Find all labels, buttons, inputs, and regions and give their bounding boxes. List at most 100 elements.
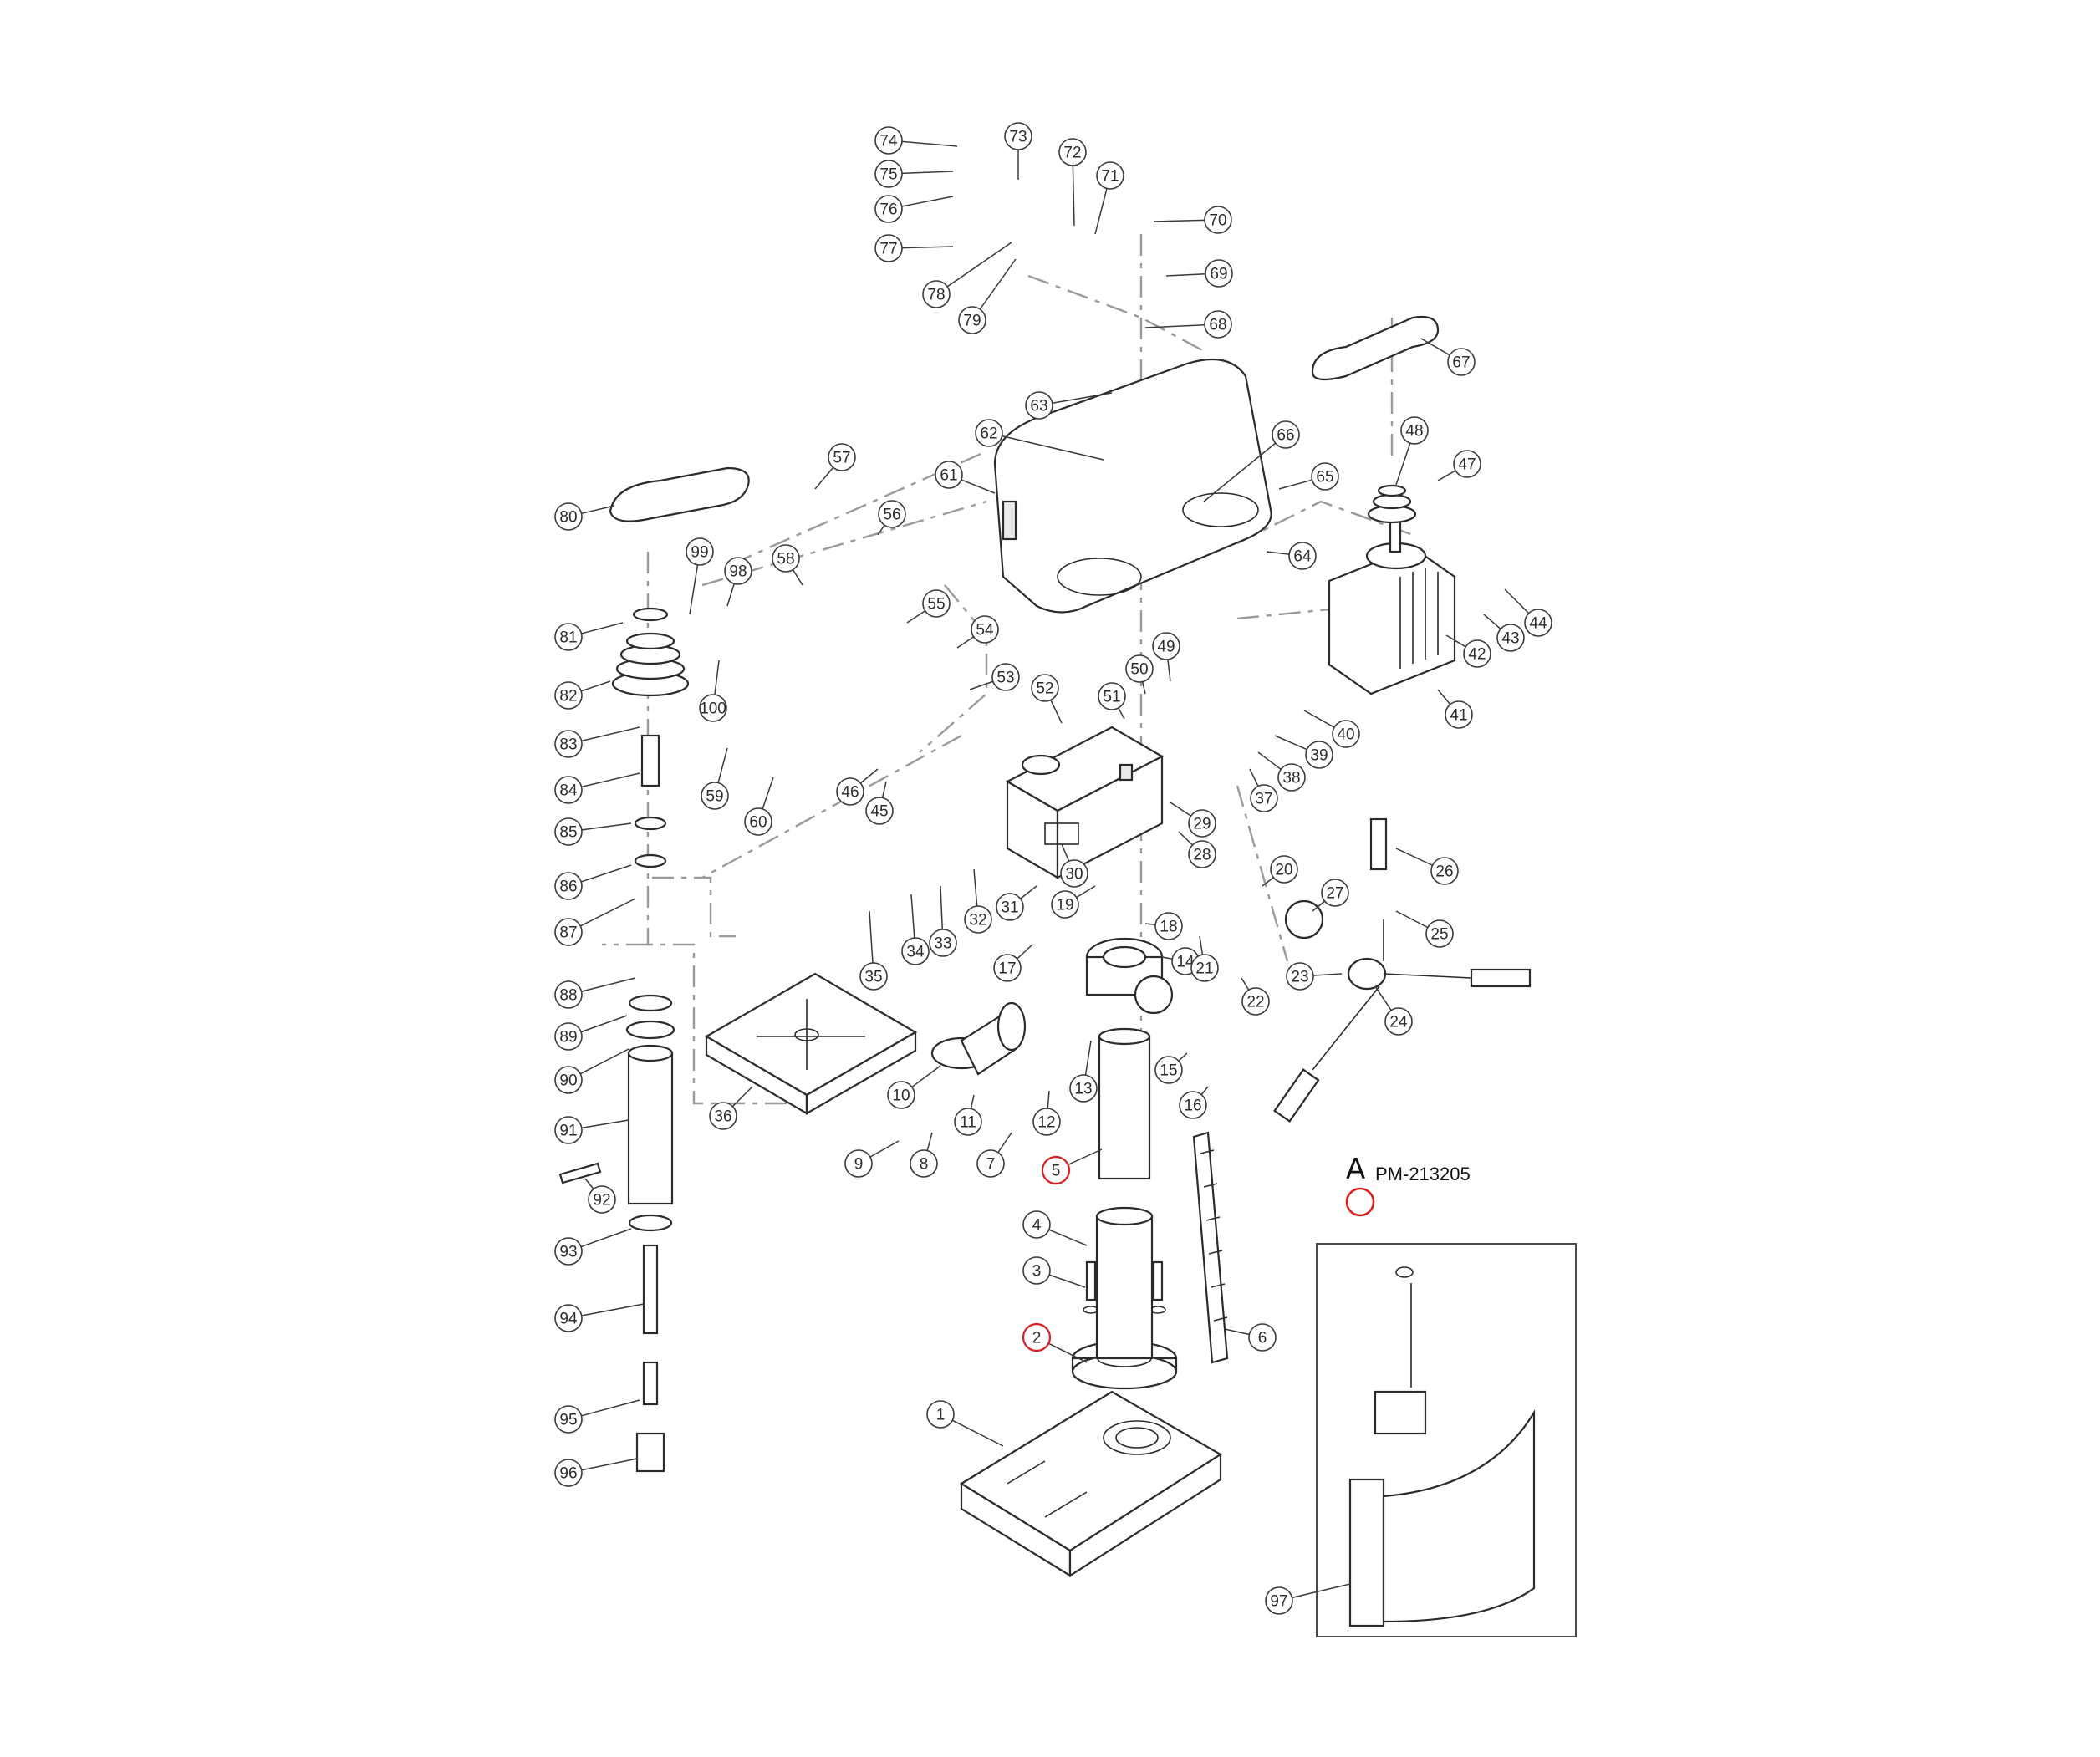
callout-leader [997, 1132, 1012, 1154]
callout-circle [975, 419, 1003, 447]
callout-leader [1165, 273, 1206, 277]
callout-circle [554, 980, 583, 1009]
callout-number: 99 [691, 544, 708, 562]
callout-circle [1321, 878, 1349, 907]
callout-circle [865, 797, 894, 825]
callout-circle [1152, 632, 1180, 660]
callout-18: 18 [1144, 912, 1183, 940]
callout-leader [1094, 188, 1108, 235]
callout-leader [869, 910, 874, 964]
callout-number: 47 [1458, 456, 1476, 474]
callout-number: 27 [1326, 885, 1343, 903]
callout-number: 6 [1258, 1330, 1267, 1347]
callout-25: 25 [1395, 910, 1454, 948]
callout-72: 72 [1058, 138, 1087, 227]
callout-number: 82 [559, 688, 577, 705]
callout-60: 60 [744, 777, 774, 836]
callout-56: 56 [877, 500, 906, 536]
feed-handle-assembly [1273, 817, 1532, 1123]
callout-circle [929, 929, 957, 957]
callout-62: 62 [975, 419, 1104, 461]
callout-number: 40 [1337, 726, 1354, 744]
callout-1: 1 [926, 1400, 1004, 1447]
callout-leader [580, 864, 632, 883]
spindle-housing-part [1085, 937, 1174, 1015]
callout-circle [699, 694, 727, 722]
callout-circle [1288, 542, 1317, 570]
callout-number: 28 [1193, 847, 1211, 864]
callout-97: 97 [1265, 1583, 1351, 1615]
callout-circle [991, 663, 1020, 691]
callout-19: 19 [1051, 885, 1096, 919]
callout-number: 35 [864, 969, 882, 986]
callout-52: 52 [1031, 674, 1063, 724]
callout-circle [554, 1304, 583, 1332]
callout-24: 24 [1374, 985, 1413, 1036]
callout-74: 74 [874, 126, 958, 155]
callout-circle [976, 1149, 1005, 1178]
callout-number: 55 [927, 596, 945, 614]
callout-75: 75 [874, 160, 954, 188]
callout-91: 91 [554, 1116, 629, 1144]
callout-leader [910, 894, 915, 939]
callout-leader [581, 505, 615, 515]
callout-leader [1048, 1229, 1088, 1246]
callout-number: 2 [1032, 1330, 1042, 1347]
callout-leader [1153, 219, 1205, 222]
callout-6: 6 [1224, 1323, 1277, 1352]
callout-leader [1084, 1040, 1092, 1076]
callout-leader [581, 977, 636, 992]
callout-leader [1017, 944, 1033, 960]
callout-leader [1224, 1328, 1250, 1336]
callout-circle [1022, 1256, 1051, 1285]
callout-27: 27 [1312, 878, 1349, 912]
callout-31: 31 [996, 885, 1037, 921]
callout-66: 66 [1203, 420, 1300, 502]
callout-circle [1384, 1007, 1413, 1036]
callout-number: 84 [559, 782, 578, 800]
callout-number: 25 [1430, 926, 1448, 944]
callout-54: 54 [956, 615, 999, 649]
callout-circle [901, 937, 930, 965]
callout-leader [1203, 442, 1277, 502]
callout-leader [1200, 1086, 1209, 1096]
callout-leader [859, 768, 879, 784]
callout-leader [1068, 1148, 1103, 1166]
callout-circle [1041, 1155, 1071, 1185]
callout-number: 16 [1184, 1097, 1201, 1115]
callout-circle [1188, 809, 1216, 838]
callout-number: 52 [1036, 680, 1053, 698]
callout-82: 82 [554, 680, 611, 710]
callout-circle [1060, 859, 1088, 888]
callout-leader [1262, 877, 1274, 887]
callout-33: 33 [929, 885, 957, 957]
callout-number: 4 [1032, 1217, 1042, 1235]
callout-circle [996, 893, 1024, 921]
callout-number: 91 [559, 1123, 577, 1140]
callout-number: 10 [892, 1087, 910, 1105]
callout-leader [1047, 1090, 1050, 1109]
callout-circle [1022, 1210, 1051, 1239]
callout-circle [1154, 1056, 1183, 1084]
callout-leader [581, 622, 624, 634]
callout-10: 10 [887, 1065, 941, 1109]
callout-number: 56 [883, 507, 900, 524]
callout-leader [1278, 479, 1312, 490]
callout-40: 40 [1303, 710, 1360, 748]
callout-5: 5 [1041, 1148, 1103, 1185]
callout-leader [1312, 900, 1326, 912]
callout-circle [874, 126, 903, 155]
callout-number: 32 [969, 912, 986, 929]
callout-number: 30 [1065, 866, 1083, 884]
callout-43: 43 [1483, 614, 1525, 652]
callout-leader [1395, 910, 1429, 929]
callout-number: 42 [1468, 646, 1486, 664]
callout-number: 33 [934, 935, 951, 953]
callout-circle [588, 1185, 616, 1214]
callout-69: 69 [1165, 259, 1233, 288]
callout-number: 34 [906, 944, 925, 961]
detail-marker-ring [1345, 1187, 1375, 1217]
callout-circle [686, 537, 714, 566]
callout-circle [874, 234, 903, 262]
callout-29: 29 [1170, 802, 1216, 838]
